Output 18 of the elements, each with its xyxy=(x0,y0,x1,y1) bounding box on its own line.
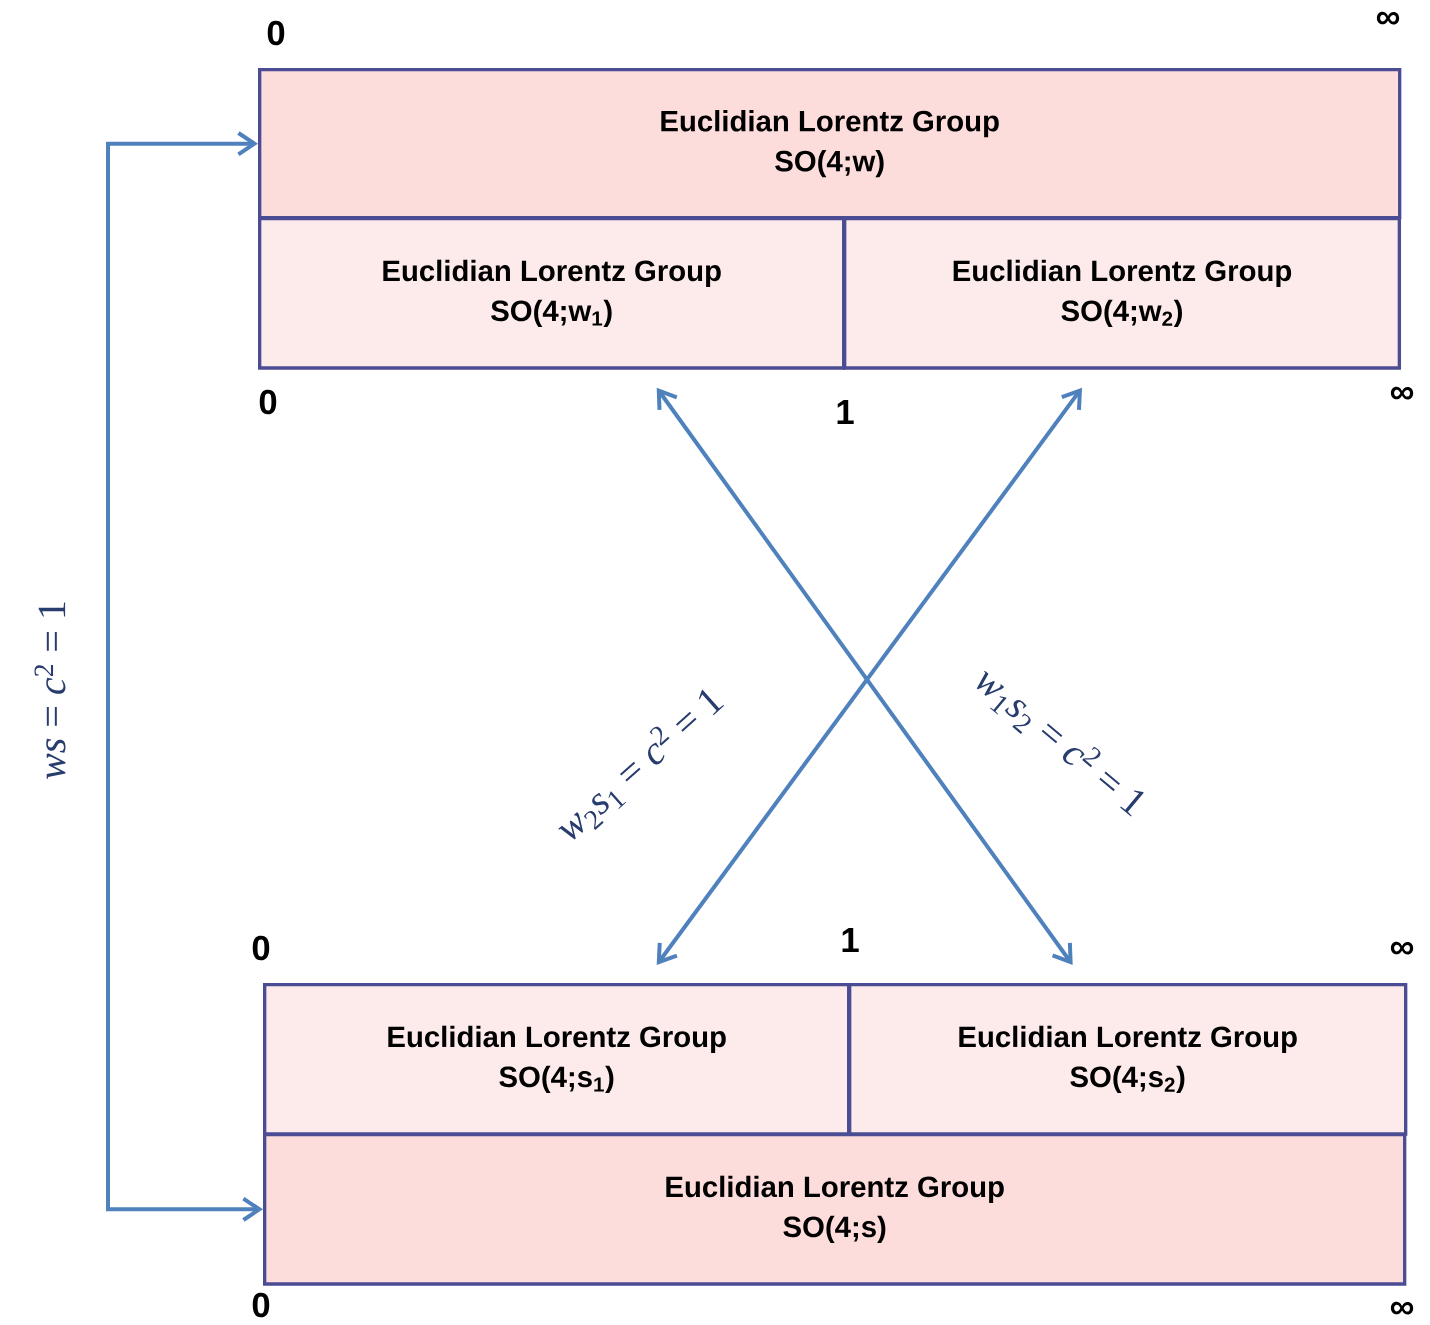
scale-label: 0 xyxy=(252,1292,270,1318)
group-box: Euclidian Lorentz Group SO(4;s$_{2}$) xyxy=(848,983,1408,1136)
group-box: Euclidian Lorentz Group SO(4;w$_{1}$) xyxy=(258,217,846,370)
scale-label: ∞ xyxy=(1390,386,1414,400)
arrow xyxy=(106,131,263,1222)
edge-label: ws = c$^{2}$ = 1 xyxy=(31,597,69,783)
group-box: Euclidian Lorentz Group SO(4;s$_{1}$) xyxy=(263,983,851,1136)
edge-label: w$_{1}$s$_{2}$ = c$^{2}$ = 1 xyxy=(963,656,1157,828)
group-box: Euclidian Lorentz Group SO(4;s) xyxy=(263,1133,1407,1286)
scale-label: 1 xyxy=(837,400,854,424)
group-box: Euclidian Lorentz Group SO(4;w) xyxy=(258,68,1402,220)
scale-label: 1 xyxy=(842,928,859,952)
scale-label: ∞ xyxy=(1390,941,1414,955)
scale-label: ∞ xyxy=(1390,1301,1414,1315)
group-box: Euclidian Lorentz Group SO(4;w$_{2}$) xyxy=(843,217,1401,370)
scale-label: ∞ xyxy=(1376,11,1400,25)
scale-label: 0 xyxy=(252,935,270,961)
edge-label: w$_{2}$s$_{1}$ = c$^{2}$ = 1 xyxy=(545,677,735,853)
